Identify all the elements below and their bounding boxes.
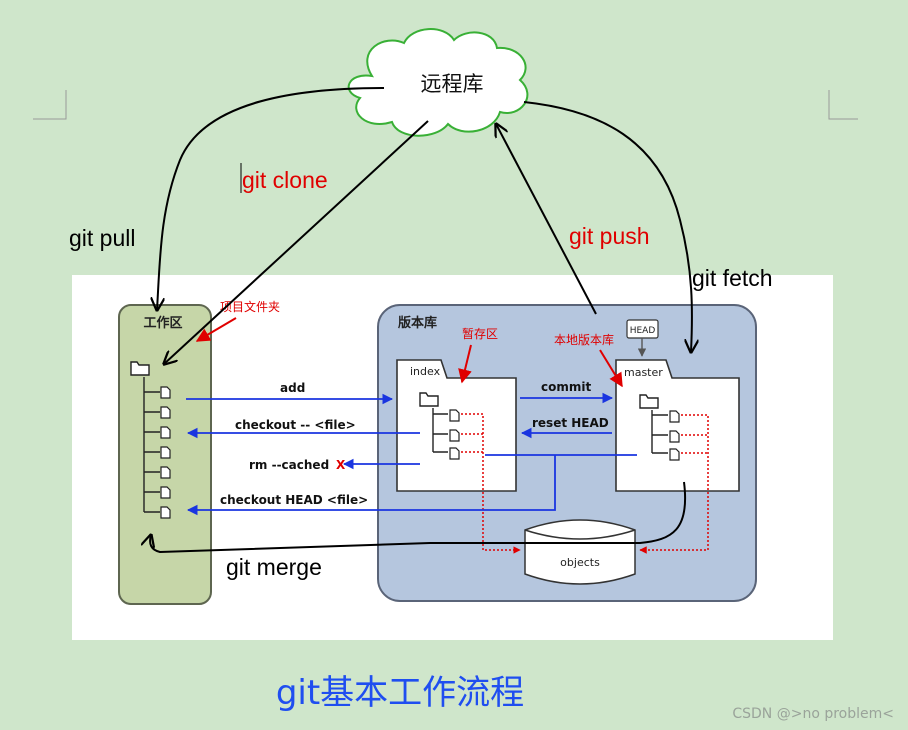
- workspace-title: 工作区: [143, 315, 182, 331]
- clone-label: git clone: [242, 167, 328, 193]
- objects-database: objects: [524, 519, 636, 585]
- reset-head-label: reset HEAD: [532, 416, 609, 430]
- operation-arrows: [186, 392, 637, 516]
- annotations: 项目文件夹 暂存区 本地版本库: [195, 299, 623, 388]
- folder-icon: [639, 394, 659, 409]
- checkout-file-label: checkout -- <file>: [235, 418, 356, 432]
- head-label: HEAD: [630, 326, 656, 336]
- checkout-head-arrow: [186, 455, 556, 516]
- master-label: master: [624, 366, 663, 379]
- index-label: index: [410, 365, 441, 378]
- pull-arrow: [157, 87, 385, 310]
- add-label: add: [280, 381, 305, 395]
- workspace-annotation: 项目文件夹: [220, 299, 280, 314]
- command-labels: git clone git pull git push git fetch gi…: [69, 163, 773, 580]
- index-annotation: 暂存区: [462, 327, 498, 341]
- master-annotation: 本地版本库: [554, 332, 614, 347]
- objects-label: objects: [560, 556, 600, 569]
- fetch-label: git fetch: [692, 265, 773, 291]
- operation-labels: add checkout -- <file> rm --cached X che…: [220, 380, 609, 507]
- clone-arrow: [164, 120, 429, 364]
- index-folder: index: [396, 359, 517, 492]
- file-tree: [143, 377, 160, 513]
- merge-label: git merge: [226, 554, 322, 580]
- pull-label: git pull: [69, 225, 135, 251]
- file-icon: [669, 410, 680, 461]
- commit-label: commit: [541, 380, 591, 394]
- remote-label: 远程库: [421, 72, 484, 96]
- merge-arrow: [150, 481, 687, 554]
- repository-title: 版本库: [398, 315, 437, 331]
- file-icon: [449, 409, 460, 460]
- object-links: [461, 413, 709, 554]
- fetch-arrow: [523, 101, 692, 352]
- caption: git基本工作流程: [276, 673, 524, 713]
- head-pointer: HEAD: [626, 319, 659, 357]
- checkout-head-label: checkout HEAD <file>: [220, 493, 368, 507]
- repository-box: 版本库 index master: [377, 304, 757, 602]
- flow-arrows: [150, 87, 692, 554]
- push-arrow: [496, 124, 597, 315]
- rm-cached-label: rm --cached: [249, 458, 329, 472]
- master-folder: master: [615, 359, 740, 492]
- file-icon: [160, 386, 171, 519]
- workspace-box: 工作区: [118, 304, 212, 605]
- folder-icon: [130, 361, 150, 376]
- remote-cloud: 远程库: [347, 28, 529, 137]
- rm-cached-mark: X: [336, 458, 346, 472]
- folder-icon: [419, 392, 439, 407]
- watermark: CSDN @>no problem<: [732, 706, 894, 722]
- page-corner-marks: [33, 90, 858, 120]
- push-label: git push: [569, 223, 650, 249]
